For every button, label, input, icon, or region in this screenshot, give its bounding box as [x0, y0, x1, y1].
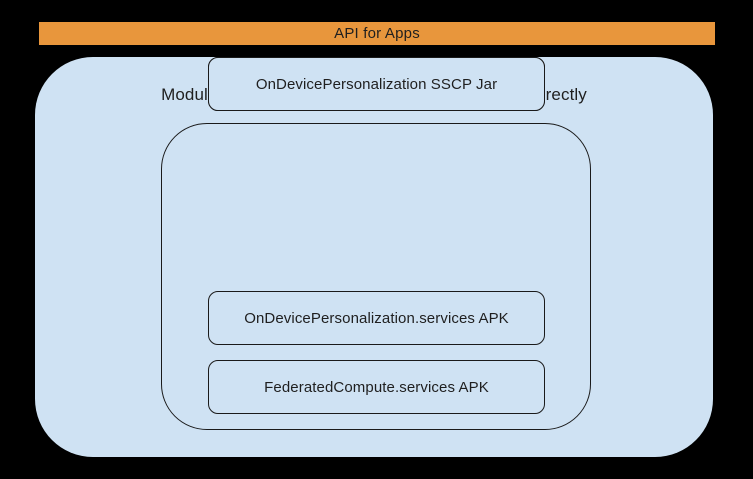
api-for-apps-banner-label: API for Apps: [334, 25, 420, 42]
component-label: FederatedCompute.services APK: [264, 378, 489, 396]
component-box-ondevicepersonalization-sscp-jar: OnDevicePersonalization SSCP Jar: [208, 57, 545, 111]
component-box-ondevicepersonalization-services-apk: OnDevicePersonalization.services APK: [208, 291, 545, 345]
api-for-apps-banner: API for Apps: [39, 22, 715, 45]
module-container: Module - internal components can communi…: [35, 57, 713, 457]
module-inner-boundary: [161, 123, 591, 430]
component-label: OnDevicePersonalization SSCP Jar: [255, 75, 498, 93]
component-label: OnDevicePersonalization.services APK: [244, 309, 509, 327]
component-box-federatedcompute-services-apk: FederatedCompute.services APK: [208, 360, 545, 414]
